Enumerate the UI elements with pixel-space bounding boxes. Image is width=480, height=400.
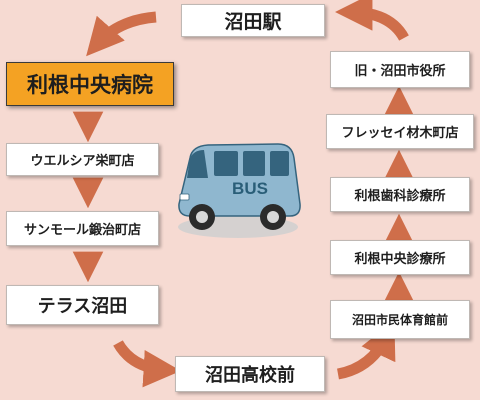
stop-sunmall: サンモール鍛治町店 bbox=[6, 211, 159, 246]
stop-tone-chuo-clinic: 利根中央診療所 bbox=[330, 240, 470, 275]
bus-windshield bbox=[187, 150, 208, 178]
stop-fressay: フレッセイ材木町店 bbox=[326, 114, 474, 149]
stop-welcia: ウエルシア栄町店 bbox=[6, 143, 159, 176]
bus-body bbox=[178, 143, 301, 217]
bus-window-1 bbox=[214, 151, 238, 176]
arrow-high-school-to-gymnasium bbox=[336, 320, 396, 380]
stop-old-city-office: 旧・沼田市役所 bbox=[330, 51, 470, 88]
stop-tone-dental: 利根歯科診療所 bbox=[330, 177, 470, 212]
stop-tone-chuo-hospital: 利根中央病院 bbox=[6, 62, 174, 106]
stop-numata-station: 沼田駅 bbox=[181, 4, 325, 37]
arrow-terrace-to-high-school bbox=[113, 340, 181, 388]
bus-front-hub bbox=[196, 211, 208, 223]
stop-gymnasium: 沼田市民体育館前 bbox=[330, 300, 470, 339]
stop-numata-high-school: 沼田高校前 bbox=[175, 356, 325, 392]
bus-headlight bbox=[179, 193, 190, 201]
stop-terrace-numata: テラス沼田 bbox=[6, 285, 159, 325]
bus-window-2 bbox=[243, 151, 265, 176]
bus-rear-hub bbox=[267, 211, 279, 223]
arrow-office-to-station bbox=[335, 0, 409, 41]
bus-window-3 bbox=[270, 151, 289, 176]
arrow-station-to-hospital bbox=[86, 11, 157, 57]
bus-icon: BUS bbox=[178, 143, 301, 238]
bus-label: BUS bbox=[232, 179, 268, 198]
